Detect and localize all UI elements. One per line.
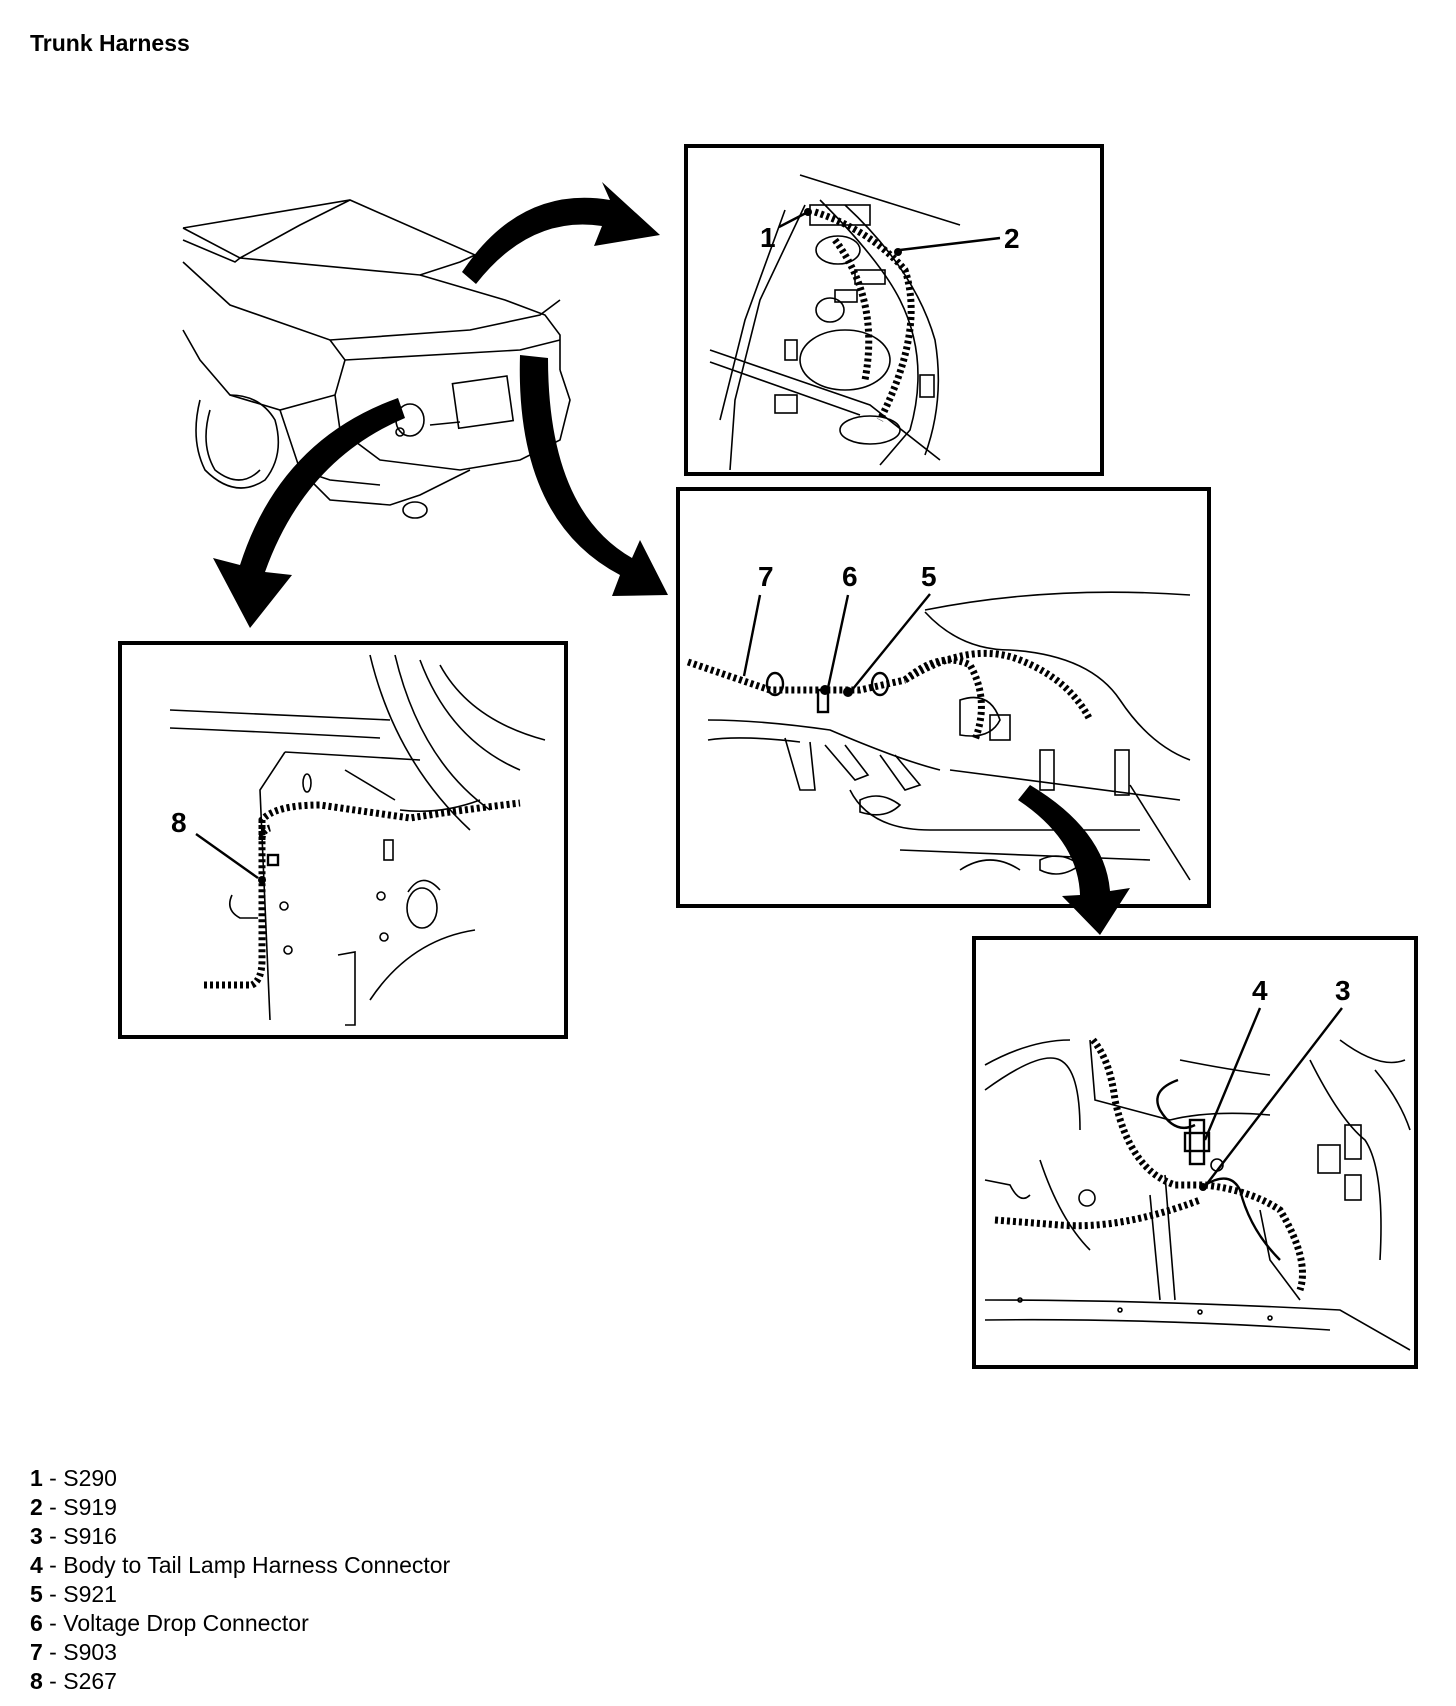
detail-view-tail-lamp-area: 4 3 — [972, 936, 1418, 1369]
pointer-arrows — [213, 182, 1130, 935]
legend-item-2: 2 - S919 — [30, 1494, 117, 1520]
callout-2: 2 — [1004, 223, 1020, 254]
callout-6: 6 — [842, 561, 858, 592]
arrow-to-bottom-right-view — [1018, 785, 1130, 935]
legend: 1 - S290 2 - S919 3 - S916 4 - Body to T… — [30, 1464, 450, 1696]
legend-item-4: 4 - Body to Tail Lamp Harness Connector — [30, 1552, 451, 1578]
legend-item-8: 8 - S267 — [30, 1668, 117, 1694]
detail-view-left-quarter: 8 — [118, 641, 568, 1039]
callout-7: 7 — [758, 561, 774, 592]
callout-4: 4 — [1252, 975, 1268, 1006]
arrow-to-middle-view — [519, 355, 668, 596]
callout-3: 3 — [1335, 975, 1351, 1006]
legend-item-3: 3 - S916 — [30, 1523, 117, 1549]
arrow-to-top-view — [462, 182, 660, 284]
detail-view-trunk-lid: 1 2 — [684, 144, 1104, 476]
callout-8: 8 — [171, 807, 187, 838]
arrow-to-left-view — [213, 398, 405, 628]
callout-5: 5 — [921, 561, 937, 592]
legend-item-7: 7 - S903 — [30, 1639, 117, 1665]
callout-1: 1 — [760, 222, 776, 253]
page-title: Trunk Harness — [30, 30, 190, 56]
legend-item-6: 6 - Voltage Drop Connector — [30, 1610, 309, 1636]
legend-item-1: 1 - S290 — [30, 1465, 117, 1491]
detail-view-rear-compartment: 7 6 5 — [676, 487, 1211, 908]
legend-item-5: 5 - S921 — [30, 1581, 117, 1607]
